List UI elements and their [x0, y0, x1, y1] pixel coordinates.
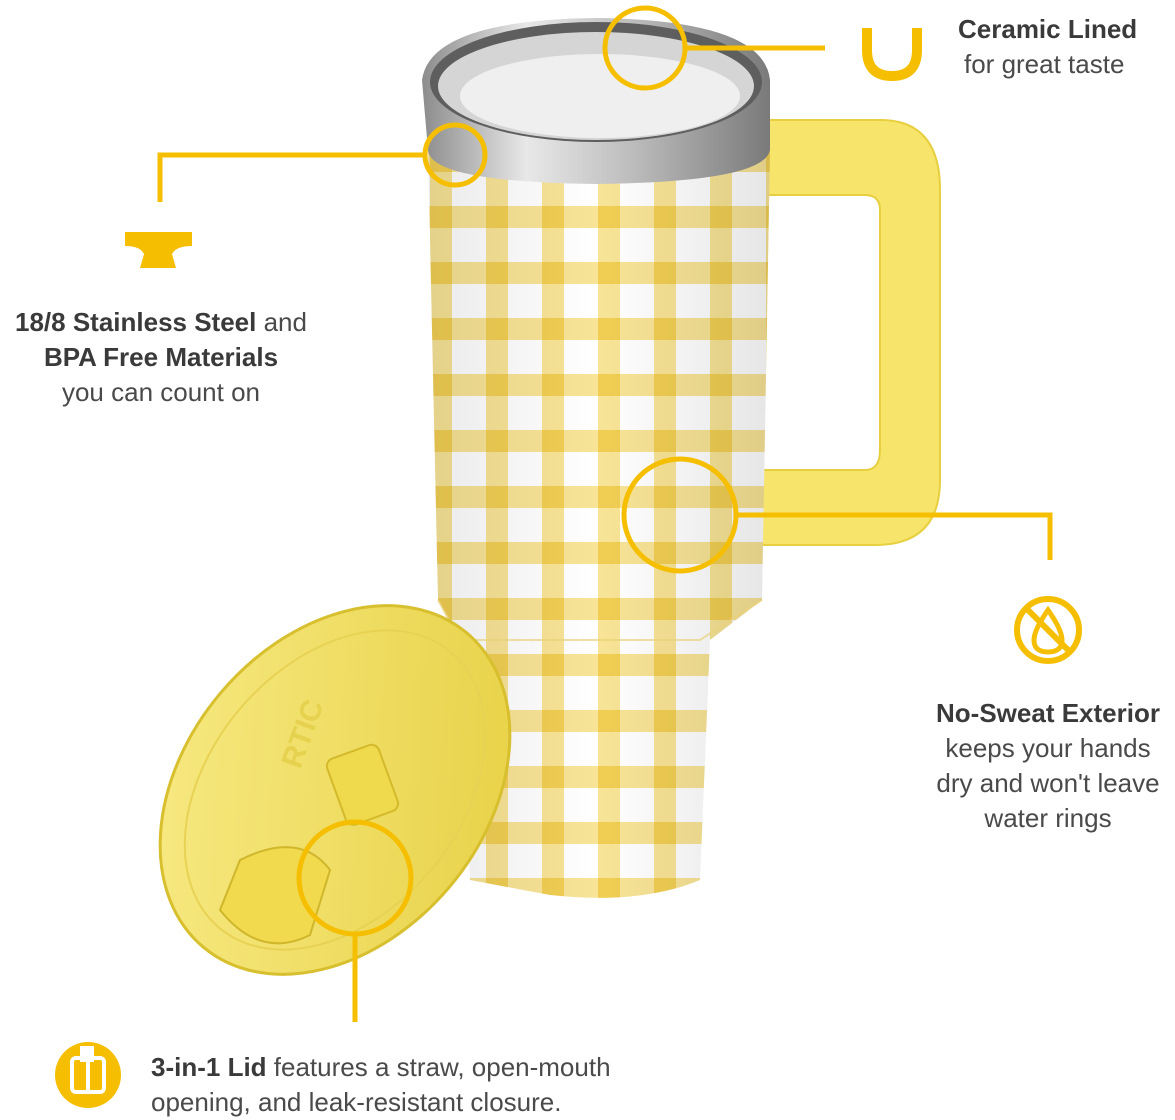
feature-lid: 3-in-1 Lid features a straw, open-mouth …: [151, 1050, 711, 1120]
ceramic-title: Ceramic Lined: [958, 14, 1138, 44]
nosweat-line-1: keeps your hands: [945, 733, 1151, 763]
feature-no-sweat: No-Sweat Exterior keeps your hands dry a…: [922, 696, 1174, 836]
steel-reg-1: and: [256, 307, 307, 337]
steel-bold-1: 18/8 Stainless Steel: [15, 307, 257, 337]
lid-line-2: opening, and leak-resistant closure.: [151, 1087, 562, 1117]
lid-bold: 3-in-1 Lid: [151, 1052, 267, 1082]
lid-reg-1: features a straw, open-mouth: [266, 1052, 611, 1082]
anvil-icon: [125, 232, 192, 268]
callout-line-nosweat: [736, 512, 1053, 560]
nosweat-line-3: water rings: [984, 803, 1112, 833]
u-shape-icon: [862, 28, 922, 82]
cup-handle: [759, 119, 941, 546]
callouts: [157, 5, 1053, 1022]
lid: RTIC: [158, 604, 512, 976]
steel-reg-2: you can count on: [61, 377, 261, 407]
no-drop-icon: [1014, 596, 1082, 664]
lid-icon: [55, 1042, 121, 1108]
callout-line-steel: [157, 152, 425, 202]
nosweat-line-2: dry and won't leave: [936, 768, 1160, 798]
nosweat-title: No-Sweat Exterior: [936, 698, 1160, 728]
steel-bold-2: BPA Free Materials: [43, 342, 279, 372]
cup-body: [428, 150, 770, 898]
feature-steel: 18/8 Stainless Steel and BPA Free Materi…: [0, 305, 322, 410]
ceramic-desc: for great taste: [964, 49, 1125, 79]
steel-rim: [422, 18, 770, 184]
feature-ceramic: Ceramic Lined for great taste: [958, 12, 1168, 82]
